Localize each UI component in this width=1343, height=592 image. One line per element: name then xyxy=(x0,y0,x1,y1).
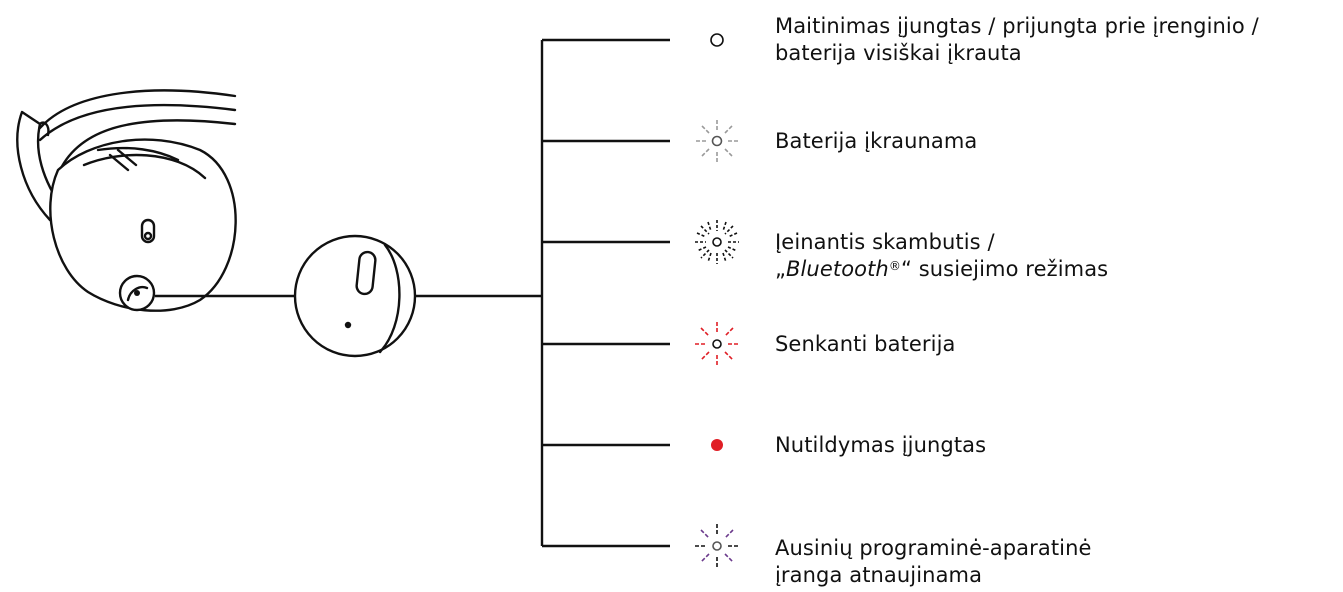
label-firmware-update: Ausinių programinė-aparatinė įranga atna… xyxy=(775,535,1092,589)
label-incoming-call-line1: Įeinantis skambutis / xyxy=(775,230,995,254)
label-incoming-call: Įeinantis skambutis / „Bluetooth®“ susie… xyxy=(775,229,1108,283)
headset-illustration xyxy=(16,89,237,312)
blinking-purple-led-icon xyxy=(695,524,739,568)
solid-red-led-icon xyxy=(711,439,723,451)
pulsing-white-led-icon xyxy=(696,120,738,162)
label-power-on-line1: Maitinimas įjungtas / prijungta prie įre… xyxy=(775,14,1259,38)
label-firmware-update-line1: Ausinių programinė-aparatinė xyxy=(775,536,1092,560)
solid-white-led-icon xyxy=(710,33,724,47)
label-power-on: Maitinimas įjungtas / prijungta prie įre… xyxy=(775,13,1259,67)
zoom-detail-circle xyxy=(293,234,417,358)
bluetooth-brand: Bluetooth xyxy=(785,257,889,281)
label-charging-line1: Baterija įkraunama xyxy=(775,129,978,153)
label-power-on-line2: baterija visiškai įkrauta xyxy=(775,41,1022,65)
label-firmware-update-line2: įranga atnaujinama xyxy=(775,563,983,587)
label-incoming-call-line2: „Bluetooth®“ susiejimo režimas xyxy=(775,257,1109,281)
blinking-red-led-icon xyxy=(695,322,739,366)
label-low-battery-line1: Senkanti baterija xyxy=(775,332,956,356)
label-low-battery: Senkanti baterija xyxy=(775,331,956,358)
label-mute-on: Nutildymas įjungtas xyxy=(775,432,986,459)
label-charging: Baterija įkraunama xyxy=(775,128,977,155)
label-mute-on-line1: Nutildymas įjungtas xyxy=(775,433,987,457)
blinking-white-led-icon xyxy=(695,220,739,264)
bracket-branches xyxy=(542,38,670,548)
